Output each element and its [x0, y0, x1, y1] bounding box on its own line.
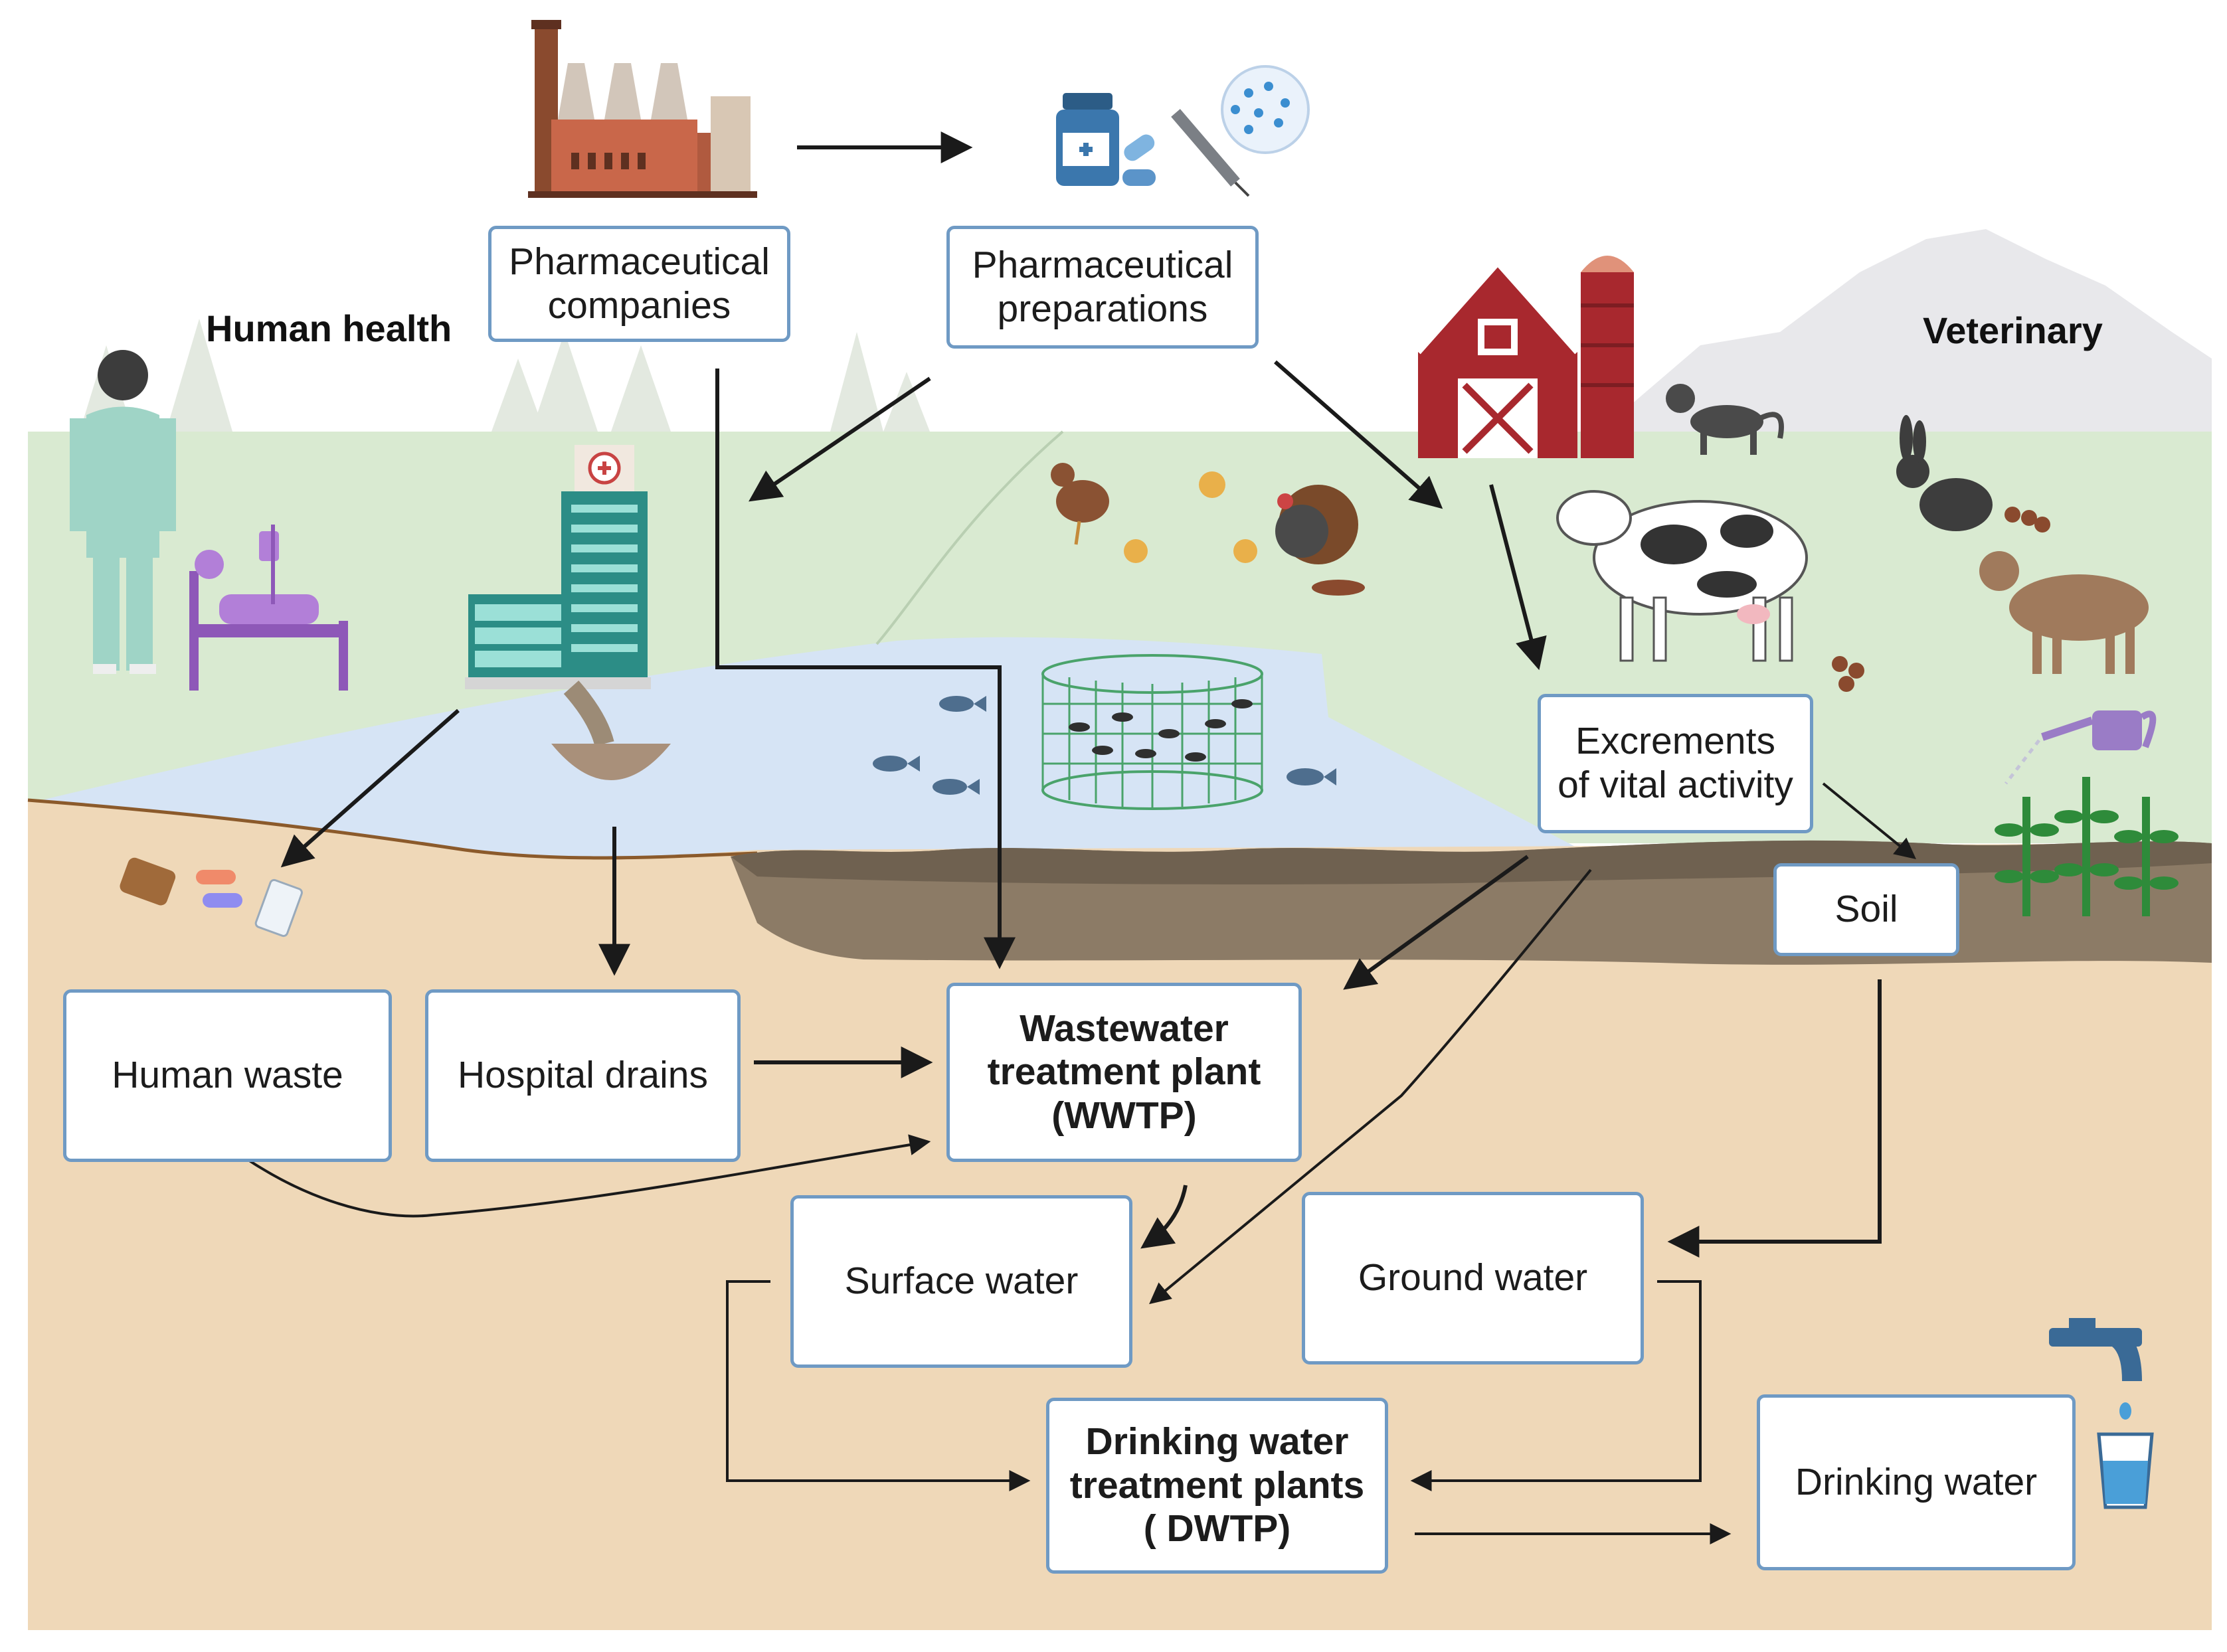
silo-icon	[1581, 256, 1634, 458]
factory-icon	[528, 20, 757, 198]
arrow-hospital-to-human-waste	[280, 708, 460, 868]
pills-icon	[1122, 134, 1156, 186]
arrow-companies-to-wwtp	[715, 369, 1016, 969]
medicine-bottle-icon	[1056, 93, 1119, 186]
chicken-icon	[1051, 463, 1109, 545]
drain-pipe-icon	[551, 681, 671, 780]
arrow-preparations-to-hospital	[749, 376, 931, 502]
surface-water-box: Surface water	[790, 1195, 1132, 1368]
virus-icon	[1221, 65, 1310, 154]
flow-arrows	[195, 131, 1916, 1544]
doctor-icon	[70, 350, 176, 674]
chick-icon	[1124, 471, 1257, 563]
soil-box: Soil	[1773, 863, 1959, 956]
shore-line	[875, 430, 1064, 645]
arrow-barn-to-excrements	[1489, 484, 1547, 671]
arrow-human-waste-to-wwtp	[195, 1117, 931, 1218]
patient-bed-icon	[189, 525, 348, 691]
section-label-veterinary: Veterinary	[1923, 309, 2103, 351]
wwtp-box: Wastewater treatment plant (WWTP)	[946, 983, 1302, 1162]
fish-icon	[873, 696, 1336, 795]
goat-icon	[1979, 551, 2149, 674]
barn-icon	[1415, 257, 1580, 458]
excrements-box: Excrements of vital activity	[1538, 694, 1813, 833]
arrow-ground-water-to-dwtp	[1410, 1280, 1702, 1491]
cat-icon	[1666, 384, 1784, 455]
dwtp-box: Drinking water treatment plants ( DWTP)	[1046, 1398, 1388, 1574]
arrow-preparations-to-veterinary	[1274, 360, 1443, 509]
plant-icon	[1995, 777, 2179, 916]
watering-can-icon	[2004, 710, 2157, 785]
drinking-water-box: Drinking water	[1757, 1394, 2076, 1570]
capsule-icon	[196, 870, 242, 908]
arrow-mud-to-wwtp	[1343, 855, 1529, 990]
rabbit-icon	[1896, 415, 1993, 531]
syringe-icon	[1171, 109, 1250, 197]
medicine-vial-icon	[120, 857, 303, 938]
arrow-wwtp-to-surface-water	[1140, 1185, 1188, 1249]
mountain-icon	[1607, 229, 2212, 432]
turkey-icon	[1275, 485, 1358, 564]
ground-water-box: Ground water	[1302, 1192, 1644, 1364]
faucet-icon	[2049, 1318, 2142, 1381]
arrow-excrements-to-soil	[1822, 782, 1916, 860]
water-glass-icon	[2097, 1402, 2154, 1509]
hospital-icon	[465, 445, 651, 689]
pharmaceutical-companies-box: Pharmaceutical companies	[488, 226, 790, 342]
arrow-veterinary-to-surface-water	[1149, 868, 1592, 1305]
arrow-soil-to-ground-water	[1667, 979, 1882, 1258]
manure-icon	[1312, 507, 2050, 692]
cow-icon	[1556, 490, 1808, 662]
hospital-drains-box: Hospital drains	[425, 989, 741, 1162]
pharmaceutical-preparations-box: Pharmaceutical preparations	[946, 226, 1259, 349]
section-label-human-health: Human health	[206, 307, 452, 349]
human-waste-box: Human waste	[63, 989, 392, 1162]
arrow-surface-water-to-dwtp	[726, 1280, 1031, 1491]
fish-cage-icon	[1041, 654, 1263, 810]
soil-edge	[27, 798, 758, 860]
